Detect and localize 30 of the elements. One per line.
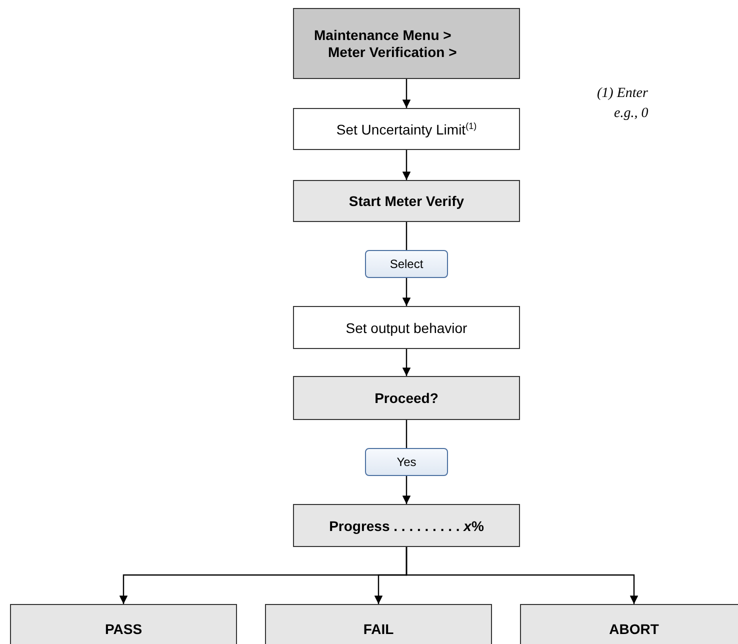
screen-box bbox=[520, 604, 738, 644]
connector-line bbox=[406, 222, 408, 250]
key-button: Yes bbox=[365, 448, 448, 476]
box-text: Proceed? bbox=[374, 390, 438, 406]
screen-box bbox=[10, 604, 237, 644]
screen-box bbox=[293, 376, 520, 420]
box-text: Progress . . . . . . . . . x% bbox=[329, 518, 484, 534]
arrow bbox=[402, 476, 411, 504]
connector-line bbox=[406, 420, 408, 448]
box-text: PASS bbox=[104, 621, 142, 637]
box-text: Maintenance Menu > Meter Verification > bbox=[313, 26, 458, 60]
footnote-text: (1) Enter bbox=[597, 86, 648, 102]
menu-box bbox=[293, 8, 520, 79]
screen-box bbox=[265, 604, 492, 644]
process-box bbox=[293, 306, 520, 349]
footnote-text: e.g., 0 bbox=[614, 106, 648, 122]
arrow bbox=[402, 79, 411, 108]
arrow bbox=[406, 547, 638, 604]
process-box bbox=[293, 108, 520, 150]
arrow bbox=[402, 278, 411, 306]
box-text: ABORT bbox=[609, 621, 659, 637]
arrow bbox=[402, 349, 411, 376]
screen-box bbox=[293, 504, 520, 547]
key-button: Select bbox=[365, 250, 448, 278]
box-text: FAIL bbox=[363, 621, 394, 637]
box-text: Set output behavior bbox=[346, 320, 468, 336]
box-text: Start Meter Verify bbox=[348, 193, 464, 209]
box-text: Set Uncertainty Limit$^{(1)}$ bbox=[336, 120, 477, 138]
arrow bbox=[402, 150, 411, 180]
screen-box bbox=[293, 180, 520, 222]
